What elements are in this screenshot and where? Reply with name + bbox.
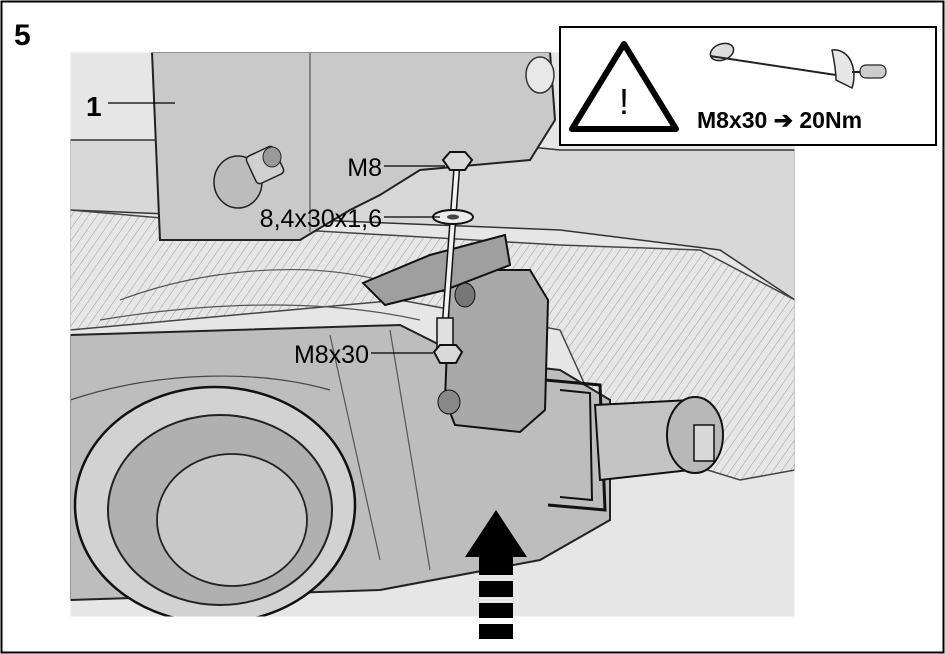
mounting-stud: [213, 145, 285, 209]
torque-spec: M8x30 ➔ 20Nm: [697, 107, 862, 133]
hanger-bracket: [361, 233, 512, 307]
tailpipe-end: [73, 385, 357, 617]
warning-triangle-icon: [569, 41, 679, 132]
washer-callout: 8,4x30x1,6: [260, 205, 382, 233]
nut: [441, 151, 474, 171]
nut-callout: M8: [347, 154, 382, 182]
warning-box: ! M8x30 ➔ 20Nm: [559, 26, 937, 146]
bolt-head: [432, 344, 464, 364]
part-label: 1: [86, 91, 102, 122]
technical-drawing: [70, 52, 795, 617]
warning-symbol: !: [619, 81, 629, 122]
torque-wrench-icon: [709, 42, 887, 90]
up-arrow-icon: [465, 510, 527, 639]
bolt-assembly: [432, 151, 474, 364]
bolt-callout: M8x30: [294, 341, 369, 369]
pipe-nut: [693, 424, 715, 462]
step-number: 5: [14, 19, 31, 52]
